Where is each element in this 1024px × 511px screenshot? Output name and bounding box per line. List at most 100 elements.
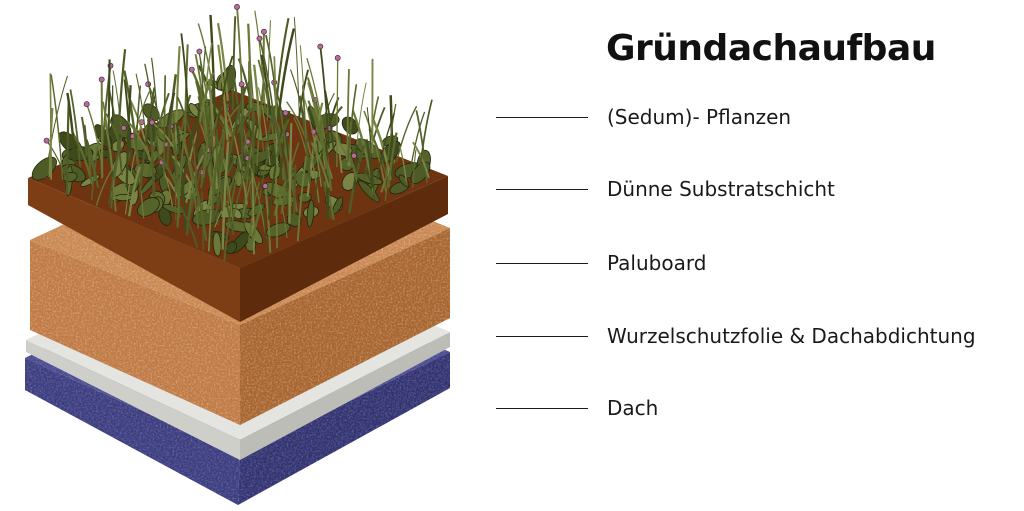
flower-bud: [334, 55, 341, 61]
legend-row-paluboard: Paluboard: [496, 249, 1016, 279]
grass-blade: [181, 121, 197, 192]
grass-blade: [221, 141, 230, 250]
leaf-shape: [212, 231, 222, 257]
grass-blade: [237, 131, 250, 173]
grass-blade: [415, 110, 428, 183]
grass-blade: [255, 144, 272, 224]
grass-blade: [368, 128, 388, 179]
grass-blade: [206, 143, 222, 214]
grass-blade: [257, 87, 271, 165]
grass-blade: [165, 74, 178, 170]
grass-blade: [200, 85, 214, 177]
grass-blade: [264, 185, 272, 253]
grass-blade: [293, 117, 308, 155]
grass-blade: [107, 59, 111, 164]
grass-blade: [201, 144, 217, 192]
grass-blade: [124, 121, 143, 215]
grass-blade: [376, 112, 396, 180]
grass-blade: [418, 99, 433, 175]
grass-blade: [161, 162, 173, 207]
grass-blade: [147, 92, 170, 178]
sedum-plants: [31, 4, 433, 262]
grass-blade: [105, 113, 123, 151]
grass-blade: [292, 164, 297, 221]
grass-blade: [288, 123, 293, 224]
grass-blade: [286, 131, 289, 216]
grass-blade: [266, 20, 271, 121]
grass-blade: [214, 141, 224, 212]
legend-label-root-barrier: Wurzelschutzfolie & Dachabdichtung: [607, 324, 976, 348]
leaf-shape: [114, 193, 133, 202]
grass-blade: [335, 131, 343, 174]
grass-blade: [278, 110, 291, 181]
diagram-title: Gründachaufbau: [606, 28, 936, 69]
legend-row-plants: (Sedum)- Pflanzen: [496, 103, 1016, 133]
grass-blade: [254, 10, 266, 108]
flower-bud: [351, 152, 357, 159]
grass-blade: [252, 64, 262, 141]
grass-blade: [173, 113, 177, 221]
grass-blade: [395, 105, 418, 162]
flower-bud: [120, 125, 127, 131]
flower-bud: [196, 48, 203, 55]
grass-blade: [100, 79, 104, 179]
leader-line: [496, 117, 588, 118]
grass-blade: [366, 107, 375, 201]
grass-blade: [387, 132, 398, 188]
grass-blade: [65, 102, 70, 195]
grass-blade: [220, 103, 229, 172]
grass-blade: [90, 136, 101, 200]
grass-blade: [231, 16, 237, 111]
grass-blade: [251, 173, 255, 255]
flower-bud: [260, 28, 267, 35]
grass-blade: [125, 85, 132, 188]
legend-row-substrate: Dünne Substratschicht: [496, 175, 1016, 205]
grass-blade: [174, 46, 181, 151]
leader-line: [496, 263, 588, 264]
grass-blade: [355, 82, 367, 149]
grass-blade: [128, 166, 141, 217]
leader-line: [496, 408, 588, 409]
grass-blade: [409, 111, 426, 170]
grass-blade: [306, 141, 320, 203]
flower-bud: [83, 101, 90, 108]
grass-blade: [264, 105, 276, 155]
grass-blade: [250, 209, 262, 248]
flower-bud: [256, 35, 263, 42]
flower-bud: [234, 4, 240, 10]
leader-line: [496, 336, 588, 337]
grass-blade: [154, 150, 178, 187]
leaf-shape: [332, 196, 344, 215]
grass-blade: [323, 181, 335, 220]
grass-blade: [200, 172, 204, 251]
grass-blade: [298, 95, 312, 184]
grass-blade: [85, 139, 98, 182]
grass-blade: [209, 14, 216, 118]
grass-blade: [46, 140, 68, 182]
grass-blade: [108, 127, 125, 205]
grass-blade: [163, 75, 167, 179]
grass-blade: [412, 149, 417, 188]
legend-row-root-barrier: Wurzelschutzfolie & Dachabdichtung: [496, 322, 1016, 352]
legend-label-paluboard: Paluboard: [607, 251, 707, 275]
grass-blade: [187, 158, 208, 241]
grass-blade: [353, 144, 358, 190]
grass-blade: [69, 89, 82, 168]
grass-blade: [145, 93, 157, 146]
grass-blade: [123, 70, 141, 180]
grass-blade: [44, 75, 68, 179]
legend-row-roof: Dach: [496, 394, 1016, 424]
grass-blade: [384, 103, 397, 191]
grass-blade: [86, 103, 103, 164]
grass-blade: [116, 49, 127, 150]
grass-blade: [297, 69, 310, 124]
grass-blade: [225, 108, 248, 205]
grass-blade: [325, 142, 330, 219]
grass-blade: [211, 153, 219, 211]
grass-blade: [293, 17, 300, 122]
leaf-shape: [192, 208, 222, 226]
leaf-shape: [225, 241, 238, 254]
grass-blade: [176, 136, 185, 228]
grass-blade: [273, 172, 296, 203]
flower-bud: [188, 66, 195, 73]
